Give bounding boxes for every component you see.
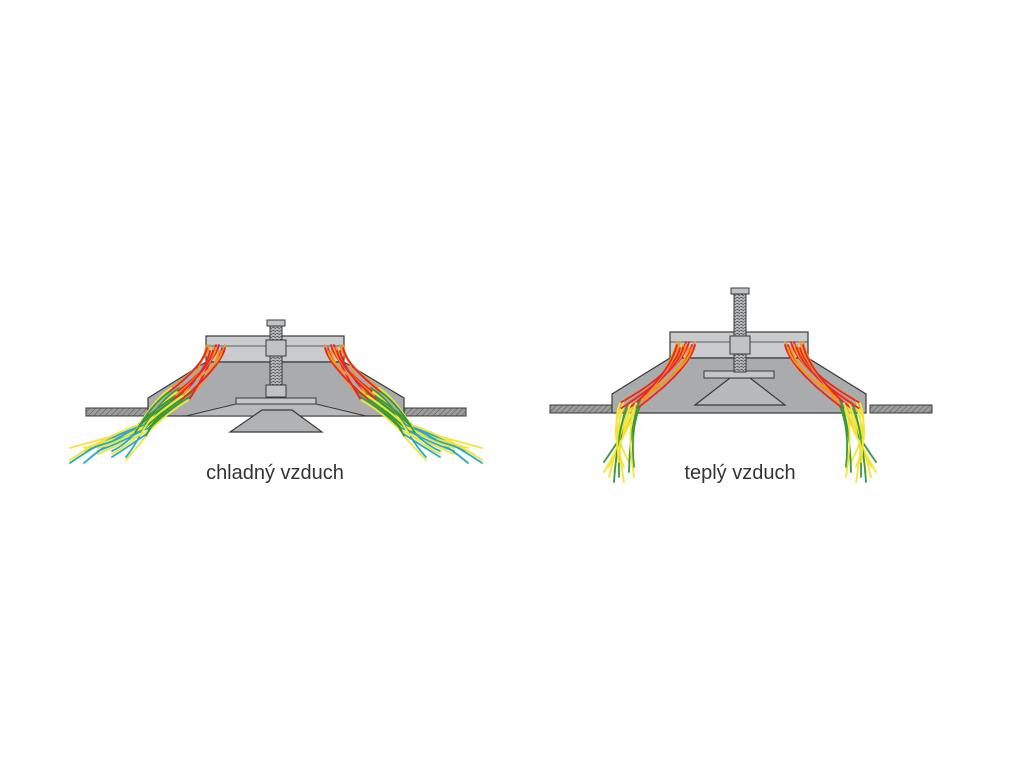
airflow-line xyxy=(133,391,170,435)
airflow-line xyxy=(324,347,370,401)
airflow-line xyxy=(336,350,378,401)
airflow-line xyxy=(83,427,138,464)
airflow-line xyxy=(855,408,866,468)
airflow-line xyxy=(635,344,678,404)
airflow-line xyxy=(414,433,441,452)
airflow-line xyxy=(401,430,455,455)
airflow-line xyxy=(180,347,226,401)
airflow-line xyxy=(125,436,147,461)
airflow-lines-warm xyxy=(603,341,877,483)
airflow-line xyxy=(629,402,637,478)
adjusting-bolt xyxy=(265,319,287,398)
airflow-line xyxy=(411,424,483,461)
airflow-line xyxy=(608,399,633,478)
airflow-line xyxy=(847,399,872,478)
airflow-line xyxy=(635,344,696,410)
airflow-line xyxy=(802,344,845,404)
airflow-line xyxy=(619,347,684,410)
airflow-line xyxy=(855,405,864,463)
airflow-line xyxy=(402,433,441,458)
airflow-line xyxy=(412,427,469,464)
airflow-line xyxy=(342,347,382,393)
airflow-line xyxy=(628,399,641,473)
airflow-line xyxy=(631,405,641,468)
airflow-line xyxy=(843,408,877,473)
airflow-line xyxy=(172,350,214,401)
caption-warm-air: teplý vzduch xyxy=(684,462,796,484)
airflow-line xyxy=(616,405,625,463)
airflow-line xyxy=(403,436,427,461)
airflow-line xyxy=(409,436,427,458)
airflow-line xyxy=(111,433,142,455)
airflow-line xyxy=(138,391,178,438)
airflow-line xyxy=(796,347,861,410)
airflow-line xyxy=(111,433,136,452)
diffuser-warm-air xyxy=(549,287,933,483)
airflow-lines-cold xyxy=(69,344,483,464)
airflow-line xyxy=(97,430,149,455)
airflow-line xyxy=(168,347,208,393)
airflow-line xyxy=(614,408,625,468)
airflow-line xyxy=(372,391,412,438)
airflow-line xyxy=(839,405,849,468)
airflow-line xyxy=(784,344,845,410)
airflow-line xyxy=(97,430,137,449)
airflow-line xyxy=(83,427,144,449)
airflow-line xyxy=(839,399,852,473)
airflow-line xyxy=(111,433,148,458)
airflow-line xyxy=(613,402,629,483)
airflow-line xyxy=(851,402,867,483)
airflow-line xyxy=(380,391,417,435)
airflow-line xyxy=(413,430,455,449)
adjusting-bolt xyxy=(729,287,751,373)
diffuser-cold-air xyxy=(69,319,483,464)
airflow-line xyxy=(603,408,637,473)
airflow-line xyxy=(69,424,139,461)
airflow-line xyxy=(843,402,851,478)
airflow-line xyxy=(408,433,441,455)
airflow-line xyxy=(125,436,141,458)
caption-cold-air: chladný vzduch xyxy=(206,462,344,484)
